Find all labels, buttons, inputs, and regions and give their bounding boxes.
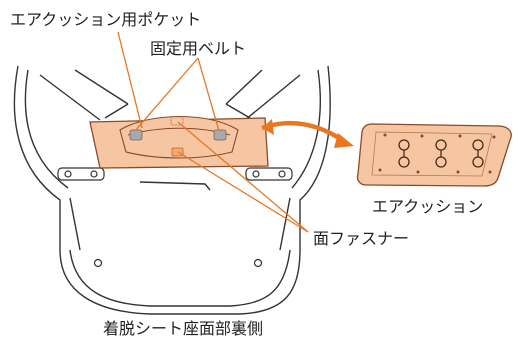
air-cushion-illustration — [356, 123, 512, 187]
bottom-screws — [93, 258, 263, 268]
label-air-cushion-pocket: エアクッション用ポケット — [10, 10, 202, 29]
side-clip-left — [57, 167, 105, 181]
label-fixing-belt: 固定用ベルト — [150, 39, 247, 58]
arrow-to-air-cushion — [261, 119, 354, 148]
side-clip-right — [245, 167, 293, 181]
fixing-belts — [129, 129, 227, 141]
label-air-cushion: エアクッション — [372, 197, 484, 216]
seat-shell — [13, 65, 331, 315]
leader-lines — [117, 31, 309, 233]
hook-and-loop-patches — [170, 116, 184, 157]
label-hook-and-loop: 面ファスナー — [313, 229, 410, 248]
caption: 着脱シート座面部裏側 — [103, 319, 264, 338]
